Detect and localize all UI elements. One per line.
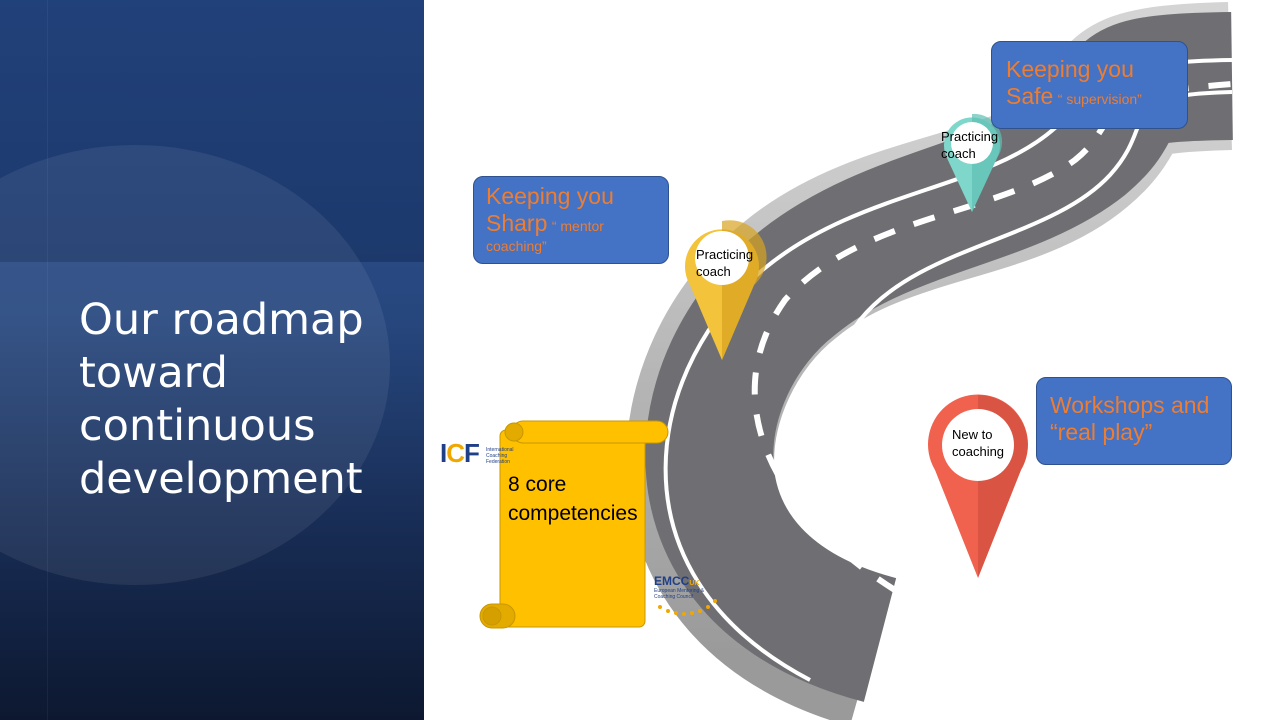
callout-workshops: Workshops and “real play”: [1036, 377, 1232, 465]
panel-band: [0, 0, 424, 262]
pin-label-practicing-top: Practicing coach: [941, 129, 999, 161]
left-panel: [0, 0, 424, 720]
callout-sharp-title: Keeping you Sharp: [486, 183, 614, 236]
pin-label-new-to-coaching: New to coaching: [952, 427, 1005, 459]
callout-safe-title: Keeping you Safe: [1006, 56, 1134, 109]
icf-logo-letters: ICF: [440, 438, 480, 468]
scroll-shape: [479, 420, 669, 629]
pin-practicing-top: [943, 113, 1003, 212]
emcc-logo: EMCCUK European Mentoring & Coaching Cou…: [654, 574, 716, 600]
callout-keeping-sharp: Keeping you Sharp “ mentor coaching”: [473, 176, 669, 264]
scroll-competencies-text: 8 core competencies: [508, 473, 638, 525]
panel-vertical-line: [47, 0, 48, 720]
emcc-logo-name: European Mentoring & Coaching Council: [654, 588, 705, 600]
panel-circle-decoration: [0, 145, 390, 585]
pin-new-to-coaching: [928, 394, 1028, 578]
pin-practicing-mid: [685, 220, 767, 360]
callout-workshops-title: Workshops and “real play”: [1050, 392, 1210, 445]
callout-keeping-safe: Keeping you Safe “ supervision”: [991, 41, 1188, 129]
icf-logo: ICF International Coaching Federation: [440, 438, 514, 468]
icf-logo-name: International Coaching Federation: [486, 447, 514, 465]
callout-sharp-subtitle: “ mentor coaching”: [486, 218, 604, 254]
callout-safe-subtitle: “ supervision”: [1057, 91, 1142, 107]
slide-title: Our roadmap toward continuous developmen…: [79, 295, 364, 504]
emcc-logo-letters: EMCCUK: [654, 574, 700, 588]
emcc-dots: [658, 599, 717, 616]
pin-label-practicing-mid: Practicing coach: [696, 247, 754, 279]
